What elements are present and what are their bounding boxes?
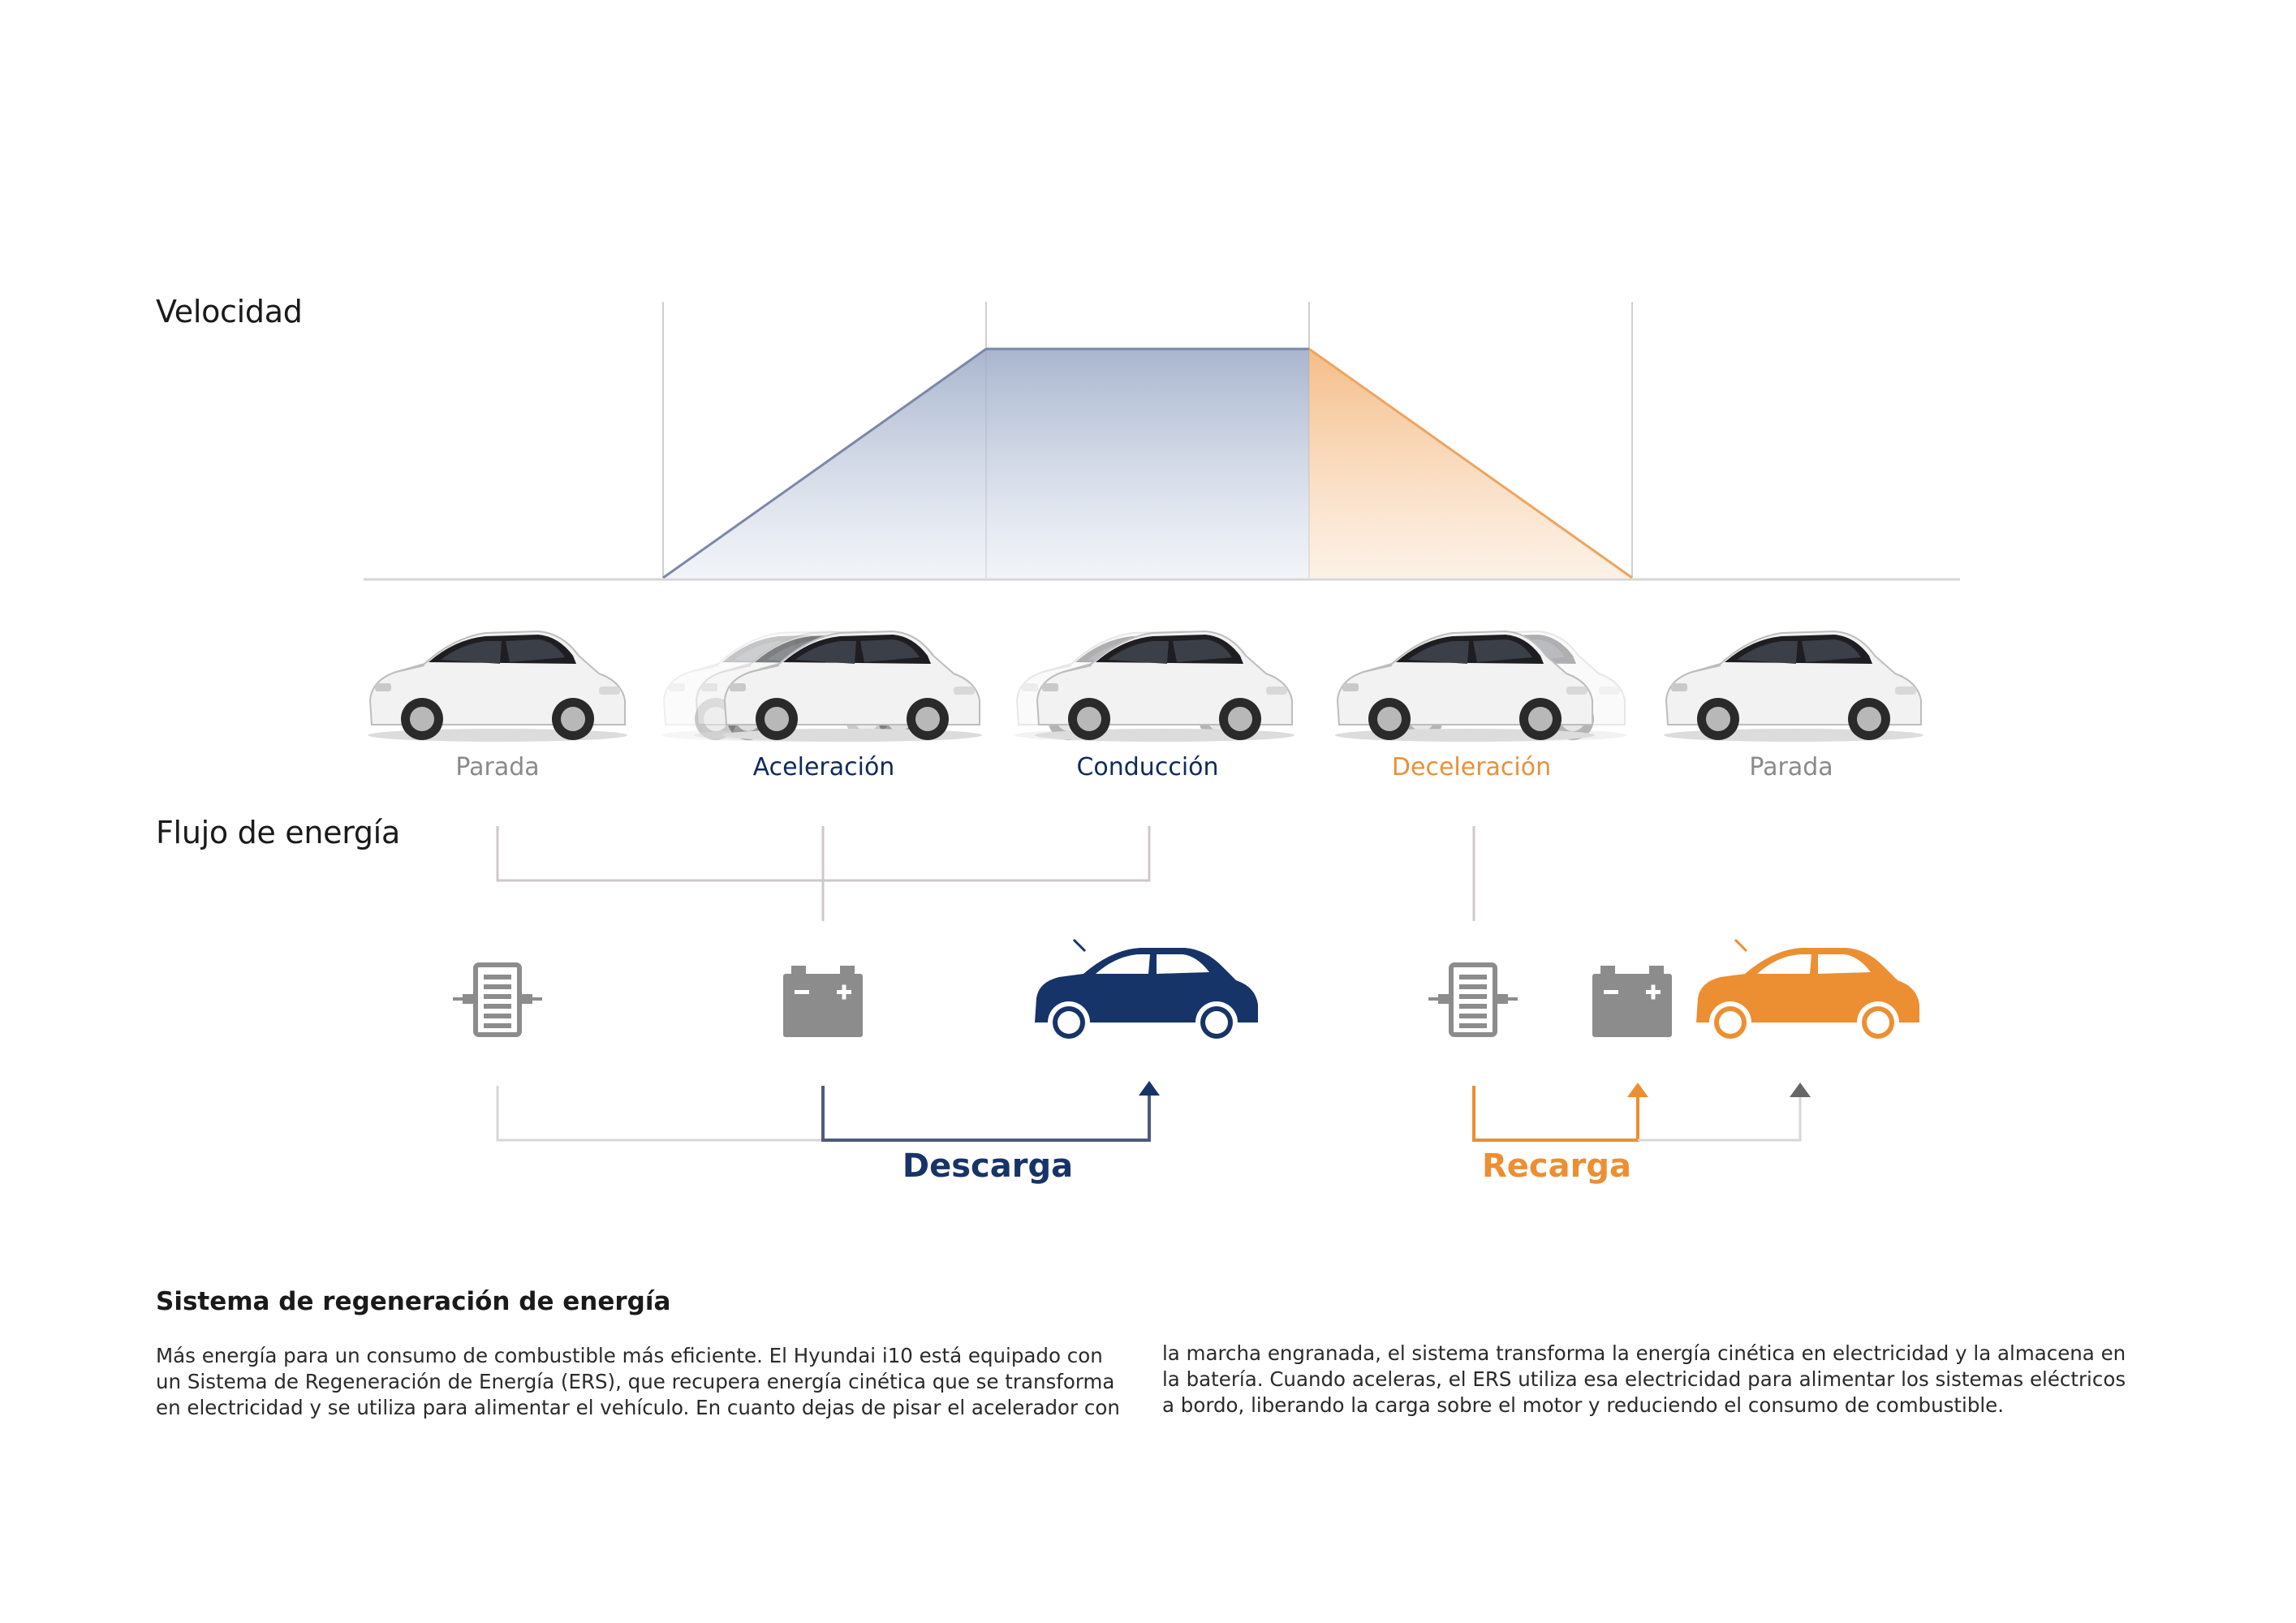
flow-label-descarga: Descarga <box>902 1147 1074 1185</box>
battery-icon <box>1592 966 1672 1037</box>
body-line: la marcha engranada, el sistema transfor… <box>1162 1341 2126 1365</box>
recharge-flow-lines <box>1472 1086 1802 1142</box>
flow-label-recarga: Recarga <box>1482 1147 1631 1185</box>
stage-label-parada-final: Parada <box>1749 753 1833 781</box>
car-icon <box>1035 938 1258 1044</box>
body-line: a bordo, liberando la carga sobre el mot… <box>1162 1393 2005 1417</box>
stage-label-deceleracion: Deceleración <box>1391 753 1552 781</box>
car-arrow-icon <box>1790 1083 1811 1097</box>
section-heading: Sistema de regeneración de energía <box>156 1287 671 1316</box>
stage-label-conduccion: Conducción <box>1076 753 1219 781</box>
energy-section-title: Flujo de energía <box>156 815 400 850</box>
upper-connectors <box>496 826 1475 921</box>
battery-icon <box>783 966 863 1037</box>
stage-label-aceleracion: Aceleración <box>752 753 895 781</box>
deceleration-line <box>1308 347 1633 579</box>
recharge-arrow-icon <box>1627 1083 1648 1097</box>
car-icon <box>1696 938 1919 1044</box>
discharge-arrow-icon <box>1139 1081 1160 1096</box>
body-line: un Sistema de Regeneración de Energía (E… <box>156 1370 1115 1393</box>
speed-section-title: Velocidad <box>156 294 303 329</box>
cruise-area <box>986 349 1309 578</box>
acceleration-line <box>662 347 987 579</box>
generator-icon <box>453 962 542 1037</box>
body-line: en electricidad y se utiliza para alimen… <box>156 1396 1120 1419</box>
body-line: Más energía para un consumo de combustib… <box>156 1344 1103 1367</box>
body-column-2: la marcha engranada, el sistema transfor… <box>1162 1341 2177 1419</box>
stage-label-parada: Parada <box>455 753 540 781</box>
body-column-1: Más energía para un consumo de combustib… <box>156 1343 1130 1421</box>
generator-icon <box>1428 962 1518 1037</box>
body-line: la batería. Cuando aceleras, el ERS util… <box>1162 1367 2126 1391</box>
discharge-flow-lines <box>496 1086 1151 1142</box>
